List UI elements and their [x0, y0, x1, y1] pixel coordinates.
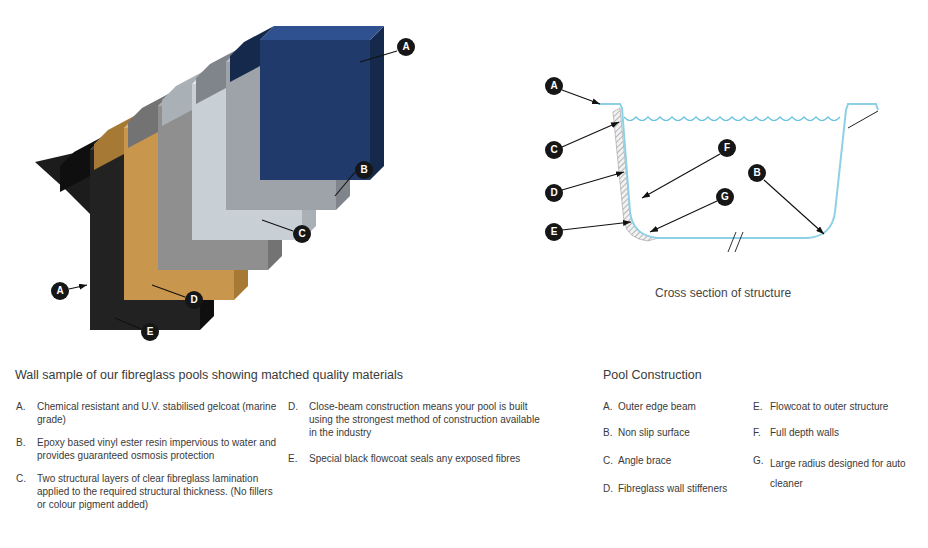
list-letter: E. — [288, 452, 308, 465]
leader-line — [848, 111, 878, 128]
callout-badge: C — [545, 141, 563, 159]
list-letter: A. — [603, 400, 617, 413]
list-text: Large radius designed for auto cleaner — [770, 454, 910, 494]
layer-lip — [230, 26, 274, 82]
leader-line — [335, 172, 355, 196]
list-letter: F. — [753, 426, 769, 439]
list-letter: C. — [603, 454, 617, 467]
callout-badge: C — [293, 225, 311, 243]
leader-line — [152, 285, 185, 297]
leader-arrow — [642, 154, 720, 198]
list-letter: G. — [753, 454, 769, 467]
list-letter: C. — [16, 472, 36, 485]
pool-section — [598, 104, 878, 252]
break-mark — [728, 232, 743, 252]
section-heading: Wall sample of our fibreglass pools show… — [15, 368, 535, 383]
callout-badge: D — [545, 184, 563, 202]
section-heading: Pool Construction — [603, 368, 803, 383]
callout-badge: A — [545, 77, 563, 95]
leader-line — [115, 318, 141, 329]
callout-letter: E — [551, 227, 558, 237]
list-text: Flowcoat to outer structure — [770, 400, 922, 413]
callout-letter: C — [298, 229, 305, 239]
list-text: Full depth walls — [770, 426, 920, 439]
leader-arrow — [69, 285, 87, 289]
callout-letter: D — [190, 295, 197, 305]
list-text: Special black flowcoat seals any exposed… — [309, 452, 544, 465]
callout-badge: E — [141, 323, 159, 341]
water-surface — [624, 117, 840, 121]
leader-arrow — [562, 222, 631, 230]
callout-letter: A — [550, 81, 557, 91]
layer-face — [260, 40, 370, 180]
wall-sample — [35, 26, 384, 330]
leader-lines — [69, 51, 824, 329]
pool-outline — [598, 104, 878, 238]
wall-layer — [230, 26, 384, 180]
list-text: Outer edge beam — [618, 400, 748, 413]
list-text: Close-beam construction means your pool … — [309, 400, 544, 439]
callout-letter: G — [721, 192, 729, 202]
list-letter: B. — [16, 436, 36, 449]
callout-letter: E — [147, 327, 154, 337]
callout-letter: F — [724, 143, 730, 153]
leader-arrow — [562, 172, 624, 190]
list-letter: E. — [753, 400, 769, 413]
list-letter: B. — [603, 426, 617, 439]
callout-letter: C — [550, 145, 557, 155]
list-text: Two structural layers of clear fibreglas… — [37, 472, 277, 511]
leader-arrow — [650, 201, 717, 232]
list-letter: A. — [16, 400, 36, 413]
layer-top — [260, 26, 384, 40]
figure-caption: Cross section of structure — [655, 286, 791, 300]
callout-badge: B — [748, 164, 766, 182]
leader-arrow — [562, 90, 600, 104]
callout-badge: F — [718, 139, 736, 157]
callout-letter: A — [402, 42, 409, 52]
callout-letter: A — [56, 286, 63, 296]
list-text: Chemical resistant and U.V. stabilised g… — [37, 400, 277, 426]
callout-badge: G — [716, 188, 734, 206]
structure-hatch — [613, 108, 658, 241]
callout-letter: B — [753, 168, 760, 178]
leader-arrow — [562, 122, 619, 147]
callout-badge: A — [397, 38, 415, 56]
leader-arrow — [764, 180, 824, 234]
callout-letter: B — [360, 165, 367, 175]
callout-badge: A — [51, 282, 69, 300]
list-letter: D. — [288, 400, 308, 413]
callout-badge: D — [185, 291, 203, 309]
list-text: Angle brace — [618, 454, 748, 467]
leader-line — [262, 220, 293, 231]
leader-line — [360, 51, 397, 62]
list-text: Fibreglass wall stiffeners — [618, 482, 748, 495]
callout-letter: D — [550, 188, 557, 198]
list-text: Non slip surface — [618, 426, 748, 439]
callout-badge: E — [545, 223, 563, 241]
list-letter: D. — [603, 482, 617, 495]
callout-badge: B — [355, 161, 373, 179]
layer-side — [370, 26, 384, 180]
list-text: Epoxy based vinyl ester resin impervious… — [37, 436, 277, 462]
